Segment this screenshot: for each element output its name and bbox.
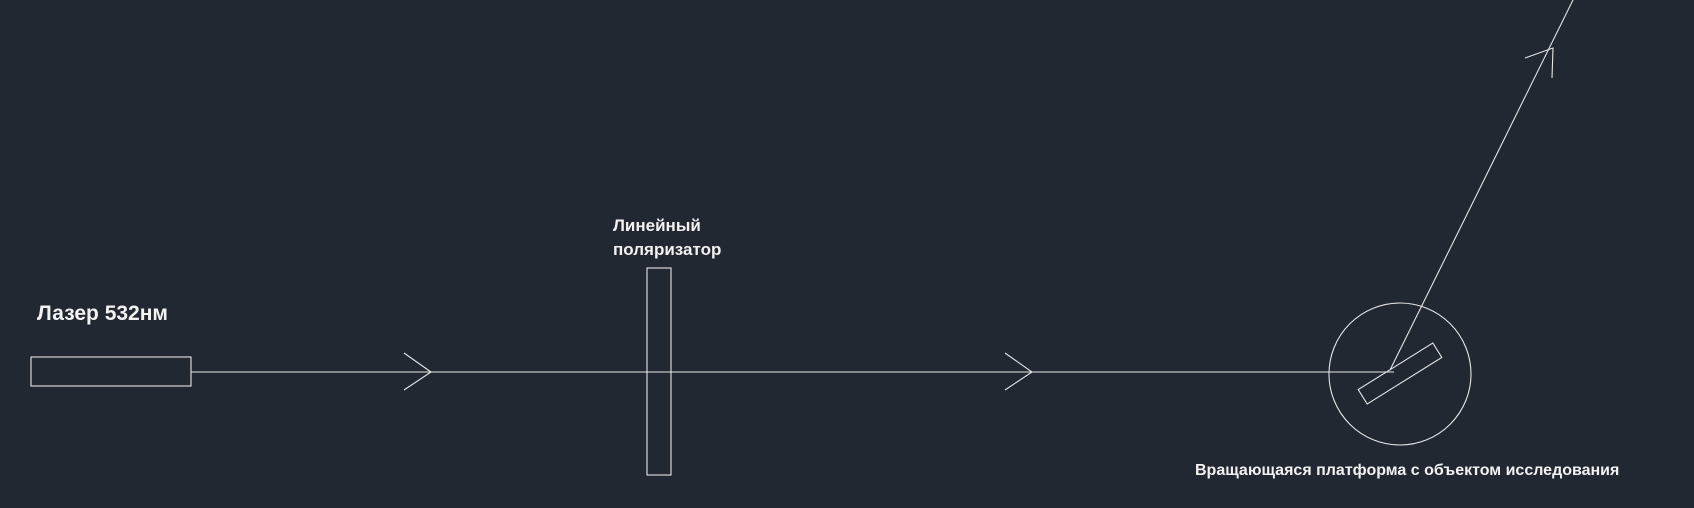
polarizer-label-line1: Линейный [613, 216, 701, 235]
platform-label: Вращающаяся платформа с объектом исследо… [1195, 462, 1619, 479]
rotating-platform [1328, 302, 1472, 446]
polarizer-label-line2: поляризатор [613, 240, 721, 259]
beam-arrow-1 [403, 352, 432, 391]
reflected-beam-arrow [1524, 47, 1554, 79]
laser-label: Лазер 532нм [37, 302, 168, 325]
linear-polarizer [646, 267, 672, 476]
beam-arrow-2 [1004, 352, 1033, 391]
reflected-beam [1389, 0, 1574, 371]
laser-body [30, 356, 192, 387]
sample-object [1357, 342, 1443, 405]
